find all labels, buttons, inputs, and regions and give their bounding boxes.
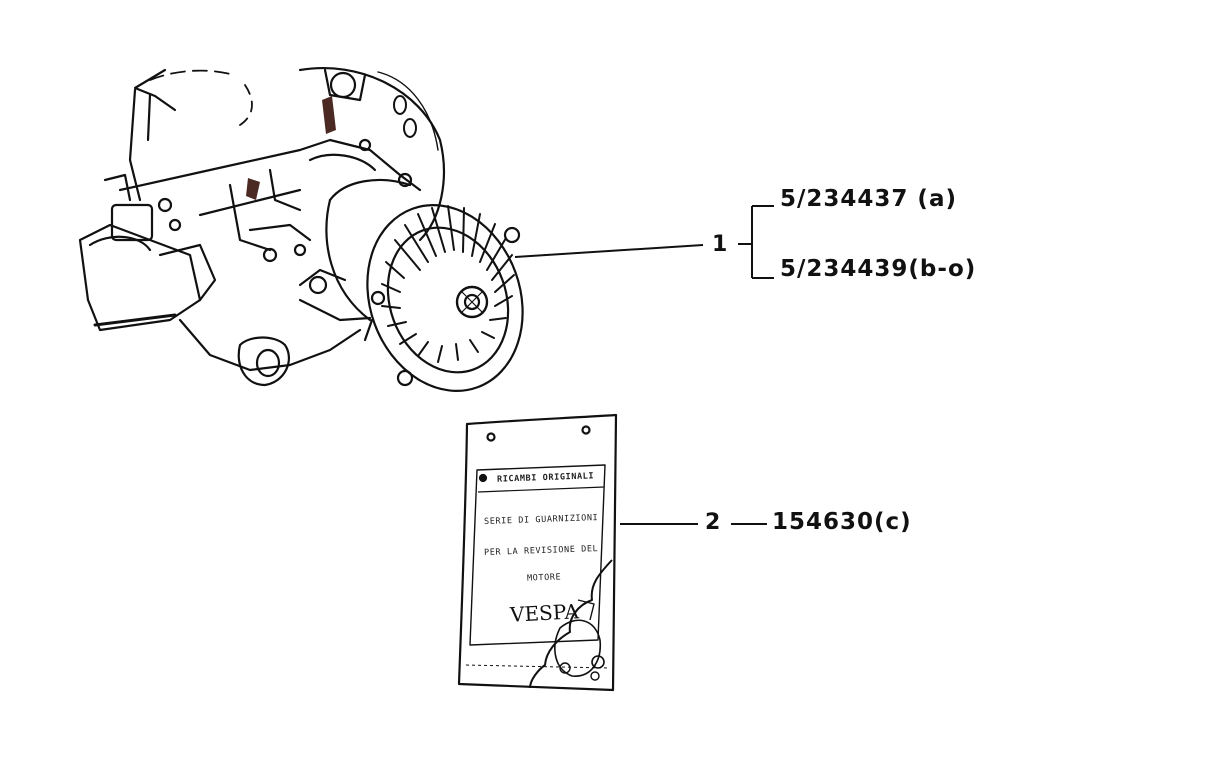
part-code-1a: 5/234437 (a) — [780, 186, 957, 212]
bag-text-line3: MOTORE — [526, 572, 562, 584]
gasket-bag-illustration — [457, 413, 618, 692]
part-code-1b: 5/234439(b-o) — [780, 256, 977, 282]
callout-number-1: 1 — [712, 232, 728, 257]
leader-line-1 — [514, 244, 704, 258]
bracket-1 — [738, 205, 774, 279]
bag-vespa-logo: VESPA — [509, 599, 580, 627]
callout-number-2: 2 — [705, 510, 721, 535]
part-code-2: 154630(c) — [772, 509, 912, 535]
